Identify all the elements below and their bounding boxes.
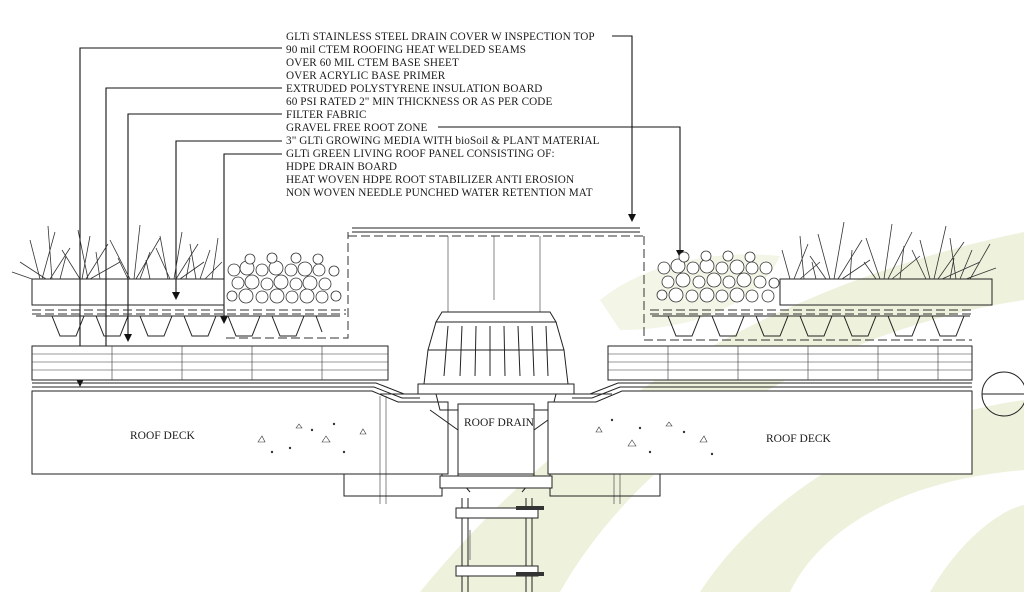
note-retention-mat: NON WOVEN NEEDLE PUNCHED WATER RETENTION… (286, 187, 593, 199)
roof-deck-right-label: ROOF DECK (766, 433, 832, 445)
left-assembly: ROOF DECK (11, 224, 449, 475)
note-growing-media: 3" GLTi GROWING MEDIA WITH bioSoil & PLA… (286, 135, 600, 147)
roof-drain-assembly: ROOF DRAIN (343, 227, 661, 592)
concrete-aggregate-right (595, 418, 714, 456)
note-psi-rating: 60 PSI RATED 2" MIN THICKNESS OR AS PER … (286, 96, 552, 108)
note-base-sheet: OVER 60 MIL CTEM BASE SHEET (286, 57, 459, 69)
grass-left (11, 224, 223, 280)
roof-deck-left-label: ROOF DECK (130, 430, 196, 442)
note-root-stabilizer: HEAT WOVEN HDPE ROOT STABILIZER ANTI ERO… (286, 174, 574, 186)
spec-notes: GLTi STAINLESS STEEL DRAIN COVER W INSPE… (286, 31, 600, 199)
note-drain-cover: GLTi STAINLESS STEEL DRAIN COVER W INSPE… (286, 31, 595, 43)
leader-lines (76, 35, 684, 387)
concrete-aggregate-left (257, 422, 367, 454)
note-drain-board: HDPE DRAIN BOARD (286, 161, 397, 173)
pebbles-right (656, 250, 780, 303)
roof-drain-label: ROOF DRAIN (464, 417, 535, 429)
note-root-zone: GRAVEL FREE ROOT ZONE (286, 122, 427, 134)
note-roof-panel: GLTi GREEN LIVING ROOF PANEL CONSISTING … (286, 148, 555, 160)
note-roofing: 90 mil CTEM ROOFING HEAT WELDED SEAMS (286, 44, 526, 56)
right-assembly: ROOF DECK (547, 221, 1024, 475)
grass-right (781, 221, 997, 280)
note-base-primer: OVER ACRYLIC BASE PRIMER (286, 70, 446, 82)
note-insulation-board: EXTRUDED POLYSTYRENE INSULATION BOARD (286, 83, 542, 95)
pebbles-left (226, 252, 342, 304)
note-filter-fabric: FILTER FABRIC (286, 109, 367, 121)
